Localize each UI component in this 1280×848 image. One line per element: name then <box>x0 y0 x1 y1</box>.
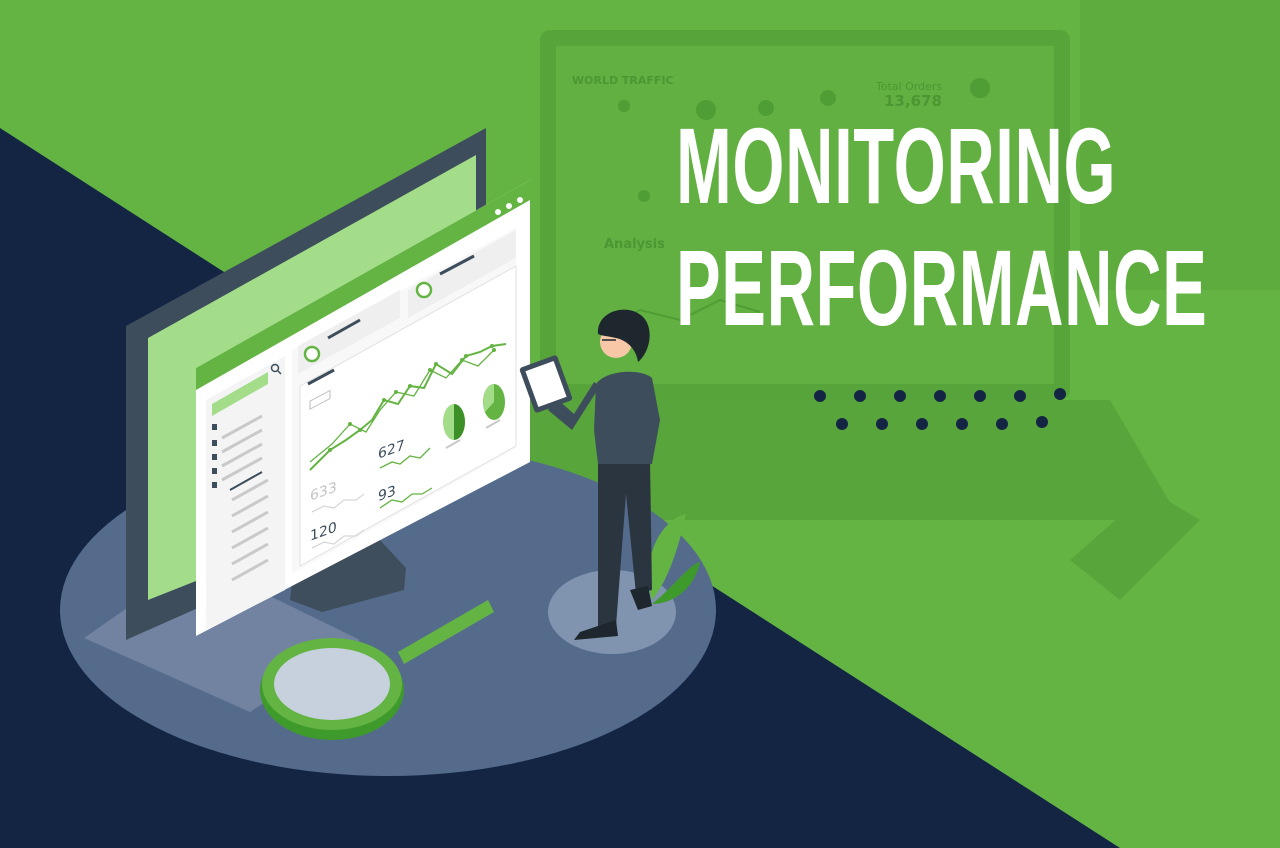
dot <box>996 418 1008 430</box>
dot <box>1054 388 1066 400</box>
dot <box>876 418 888 430</box>
search-icon <box>270 363 282 375</box>
bg-world-traffic-label: WORLD TRAFFIC <box>572 74 674 87</box>
dot <box>836 418 848 430</box>
dot <box>916 418 928 430</box>
bg-total-orders-value: 13,678 <box>884 92 942 110</box>
dot <box>854 390 866 402</box>
person-illustration <box>519 309 700 654</box>
browser-window <box>196 180 530 636</box>
dot <box>974 390 986 402</box>
pie-chart-1 <box>443 404 465 440</box>
headline-line-1: MONITORING <box>676 105 1117 226</box>
dot <box>956 418 968 430</box>
dot <box>1036 416 1048 428</box>
headline-line-2: PERFORMANCE <box>676 227 1208 348</box>
dot <box>814 390 826 402</box>
pie-chart-2 <box>483 384 505 420</box>
dot <box>1014 390 1026 402</box>
magnifying-glass-illustration <box>260 600 494 740</box>
bg-analysis-label: Analysis <box>604 237 665 252</box>
dot <box>894 390 906 402</box>
decorative-dots <box>810 384 1090 434</box>
bg-total-orders-label: Total Orders <box>875 80 942 93</box>
dot <box>934 390 946 402</box>
